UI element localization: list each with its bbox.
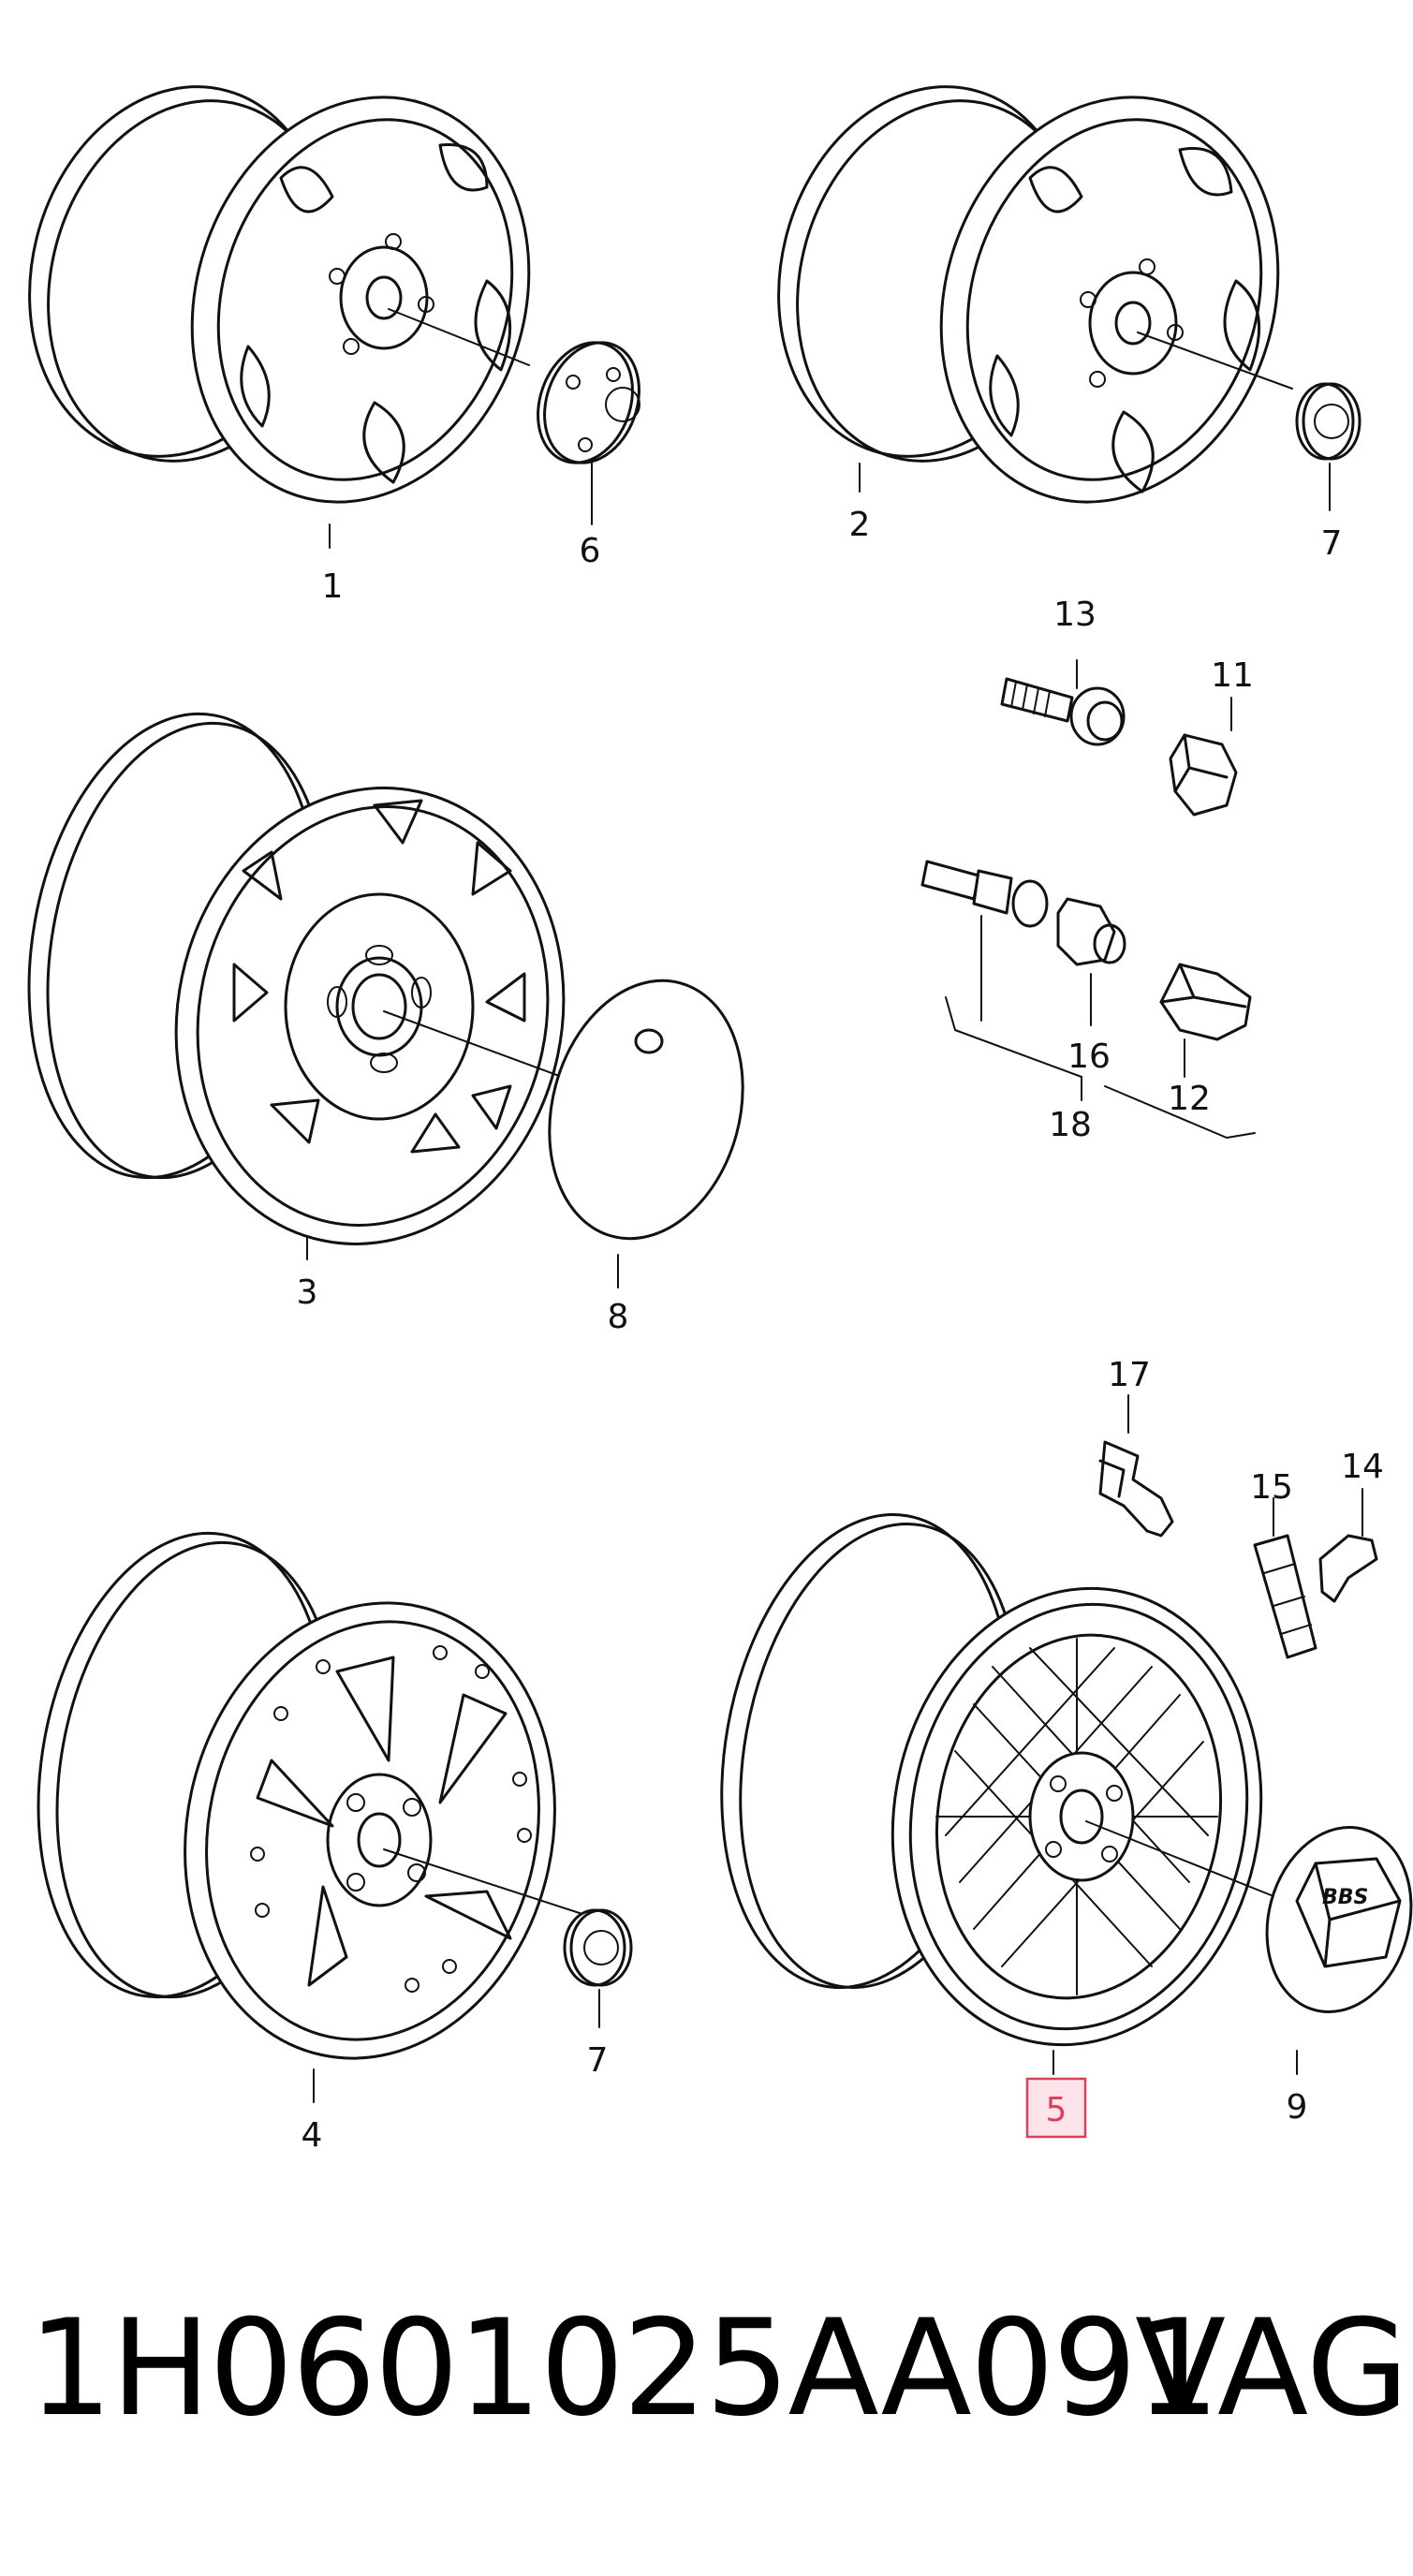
nut-16[interactable]	[1056, 897, 1126, 1026]
callout-16: 16	[1067, 1038, 1111, 1076]
wheel-3[interactable]	[0, 691, 605, 1281]
nut-11[interactable]	[1169, 697, 1238, 817]
callout-15: 15	[1250, 1468, 1293, 1507]
wheel-5[interactable]	[686, 1492, 1297, 2075]
hub-cap-9[interactable]: BBS	[1247, 1811, 1413, 2075]
footer: 1H0601025AA091 VAG	[0, 2275, 1413, 2463]
callout-13: 13	[1053, 596, 1097, 634]
callout-9: 9	[1287, 2088, 1308, 2127]
callout-5: 5	[1046, 2091, 1067, 2129]
valve-17[interactable]	[1098, 1394, 1174, 1538]
bolt-13[interactable]	[1000, 659, 1126, 746]
callout-7-bottom: 7	[587, 2041, 609, 2080]
brand-name: VAG	[1135, 2291, 1409, 2446]
callout-6: 6	[580, 532, 601, 570]
callout-2: 2	[849, 506, 871, 544]
parts-diagram: BBS 1 6 2 7 13 11 16 12 18 3 8 17 14 15 …	[0, 53, 1413, 2154]
hub-cap-7-top[interactable]	[1295, 382, 1361, 511]
callout-17: 17	[1108, 1356, 1151, 1394]
clip-14[interactable]	[1318, 1488, 1378, 1603]
wheel-2[interactable]	[739, 53, 1330, 547]
part-number: 1H0601025AA091	[28, 2291, 1220, 2446]
nut-12[interactable]	[1159, 963, 1252, 1078]
cap-logo: BBS	[1322, 1886, 1368, 1909]
bolt-18-valve[interactable]	[920, 860, 1049, 1022]
hub-cap-7-bottom[interactable]	[563, 1908, 633, 2028]
callout-18: 18	[1049, 1106, 1092, 1144]
callout-5-highlight[interactable]	[1025, 2077, 1087, 2139]
callout-4: 4	[302, 2116, 323, 2154]
callout-8: 8	[608, 1298, 629, 1336]
callout-12: 12	[1168, 1080, 1211, 1118]
hub-cap-8[interactable]	[522, 959, 771, 1288]
group-bracket-18	[945, 996, 1256, 1139]
wheel-4[interactable]	[4, 1510, 596, 2103]
callout-1: 1	[322, 567, 344, 606]
callout-7-top: 7	[1321, 524, 1343, 563]
wheel-1[interactable]	[0, 53, 580, 549]
callout-3: 3	[297, 1273, 318, 1312]
balance-weight-15[interactable]	[1253, 1497, 1317, 1659]
hub-cap-6[interactable]	[522, 330, 655, 525]
callout-14: 14	[1341, 1448, 1384, 1486]
callout-11: 11	[1211, 656, 1254, 695]
